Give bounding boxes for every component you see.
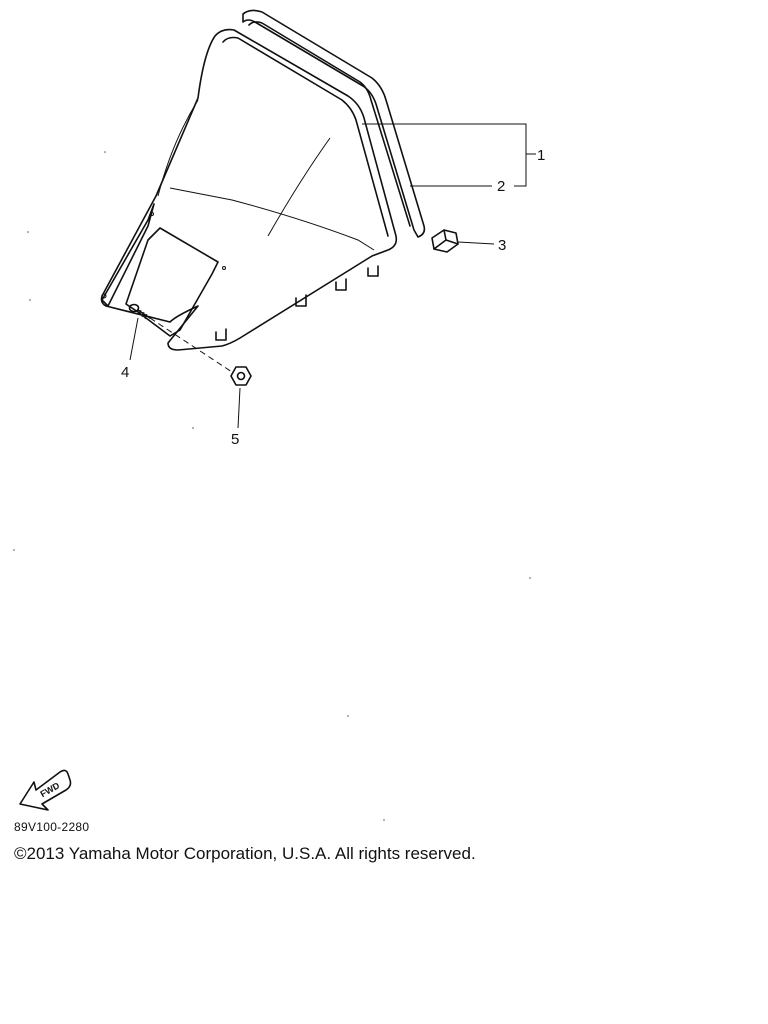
nut (230, 366, 252, 386)
scan-specks (13, 151, 531, 821)
callout-2: 2 (497, 178, 505, 195)
callout-3: 3 (498, 237, 506, 254)
forward-arrow-icon: FWD (19, 769, 72, 811)
callouts: 1 2 3 4 5 (121, 147, 545, 448)
callout-5: 5 (231, 431, 239, 448)
leader-lines (129, 123, 536, 429)
callout-4: 4 (121, 364, 129, 381)
fwd-label: FWD (39, 780, 62, 799)
holder-clip (431, 229, 459, 253)
assembly-line (149, 317, 233, 373)
screw (128, 303, 151, 320)
diagram-part-code: 89V100-2280 (14, 820, 90, 834)
callout-1: 1 (537, 147, 545, 164)
windshield-panel (100, 28, 398, 351)
windshield-molding (242, 9, 426, 238)
copyright-notice: ©2013 Yamaha Motor Corporation, U.S.A. A… (14, 844, 476, 863)
